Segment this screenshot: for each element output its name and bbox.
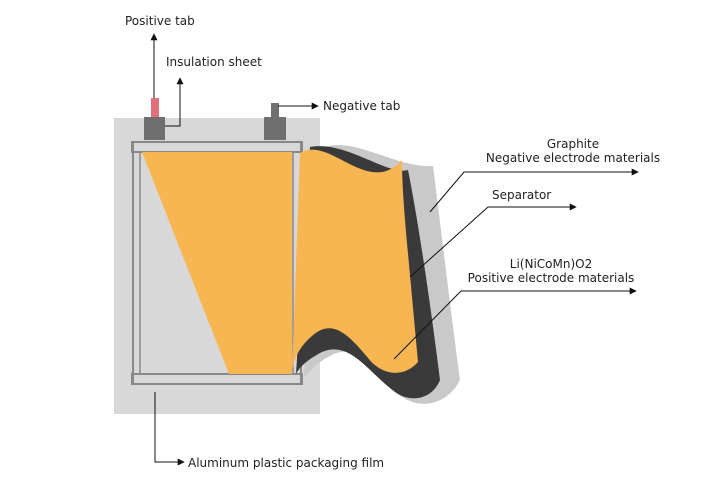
- positive-tab-label: Positive tab: [125, 14, 195, 28]
- cathode-label: Li(NiCoMn)O2 Positive electrode material…: [451, 257, 651, 285]
- insulation-sheet-leader: [165, 77, 184, 127]
- negative-tab-label: Negative tab: [323, 99, 401, 113]
- negative-tab-metal: [271, 103, 279, 119]
- cathode-leader: [393, 287, 637, 360]
- insulation-sheet-label: Insulation sheet: [166, 55, 262, 69]
- separator-leader: [409, 203, 577, 278]
- graphite-label-line1: Graphite: [546, 137, 600, 151]
- cathode-label-line2: Positive electrode materials: [467, 271, 635, 285]
- positive-tab-metal: [151, 98, 159, 122]
- positive-tab-base: [144, 117, 165, 140]
- separator-label: Separator: [492, 188, 552, 202]
- electrode-inside: [142, 152, 292, 374]
- graphite-leader: [429, 168, 639, 213]
- packaging-film-leader: [154, 392, 185, 466]
- cathode-label-line1: Li(NiCoMn)O2: [509, 257, 593, 271]
- graphite-label: Graphite Negative electrode materials: [458, 137, 688, 165]
- graphite-label-line2: Negative electrode materials: [485, 151, 661, 165]
- negative-tab-base: [264, 117, 286, 140]
- cathode-layer: [292, 149, 418, 373]
- packaging-film-label: Aluminum plastic packaging film: [188, 456, 385, 470]
